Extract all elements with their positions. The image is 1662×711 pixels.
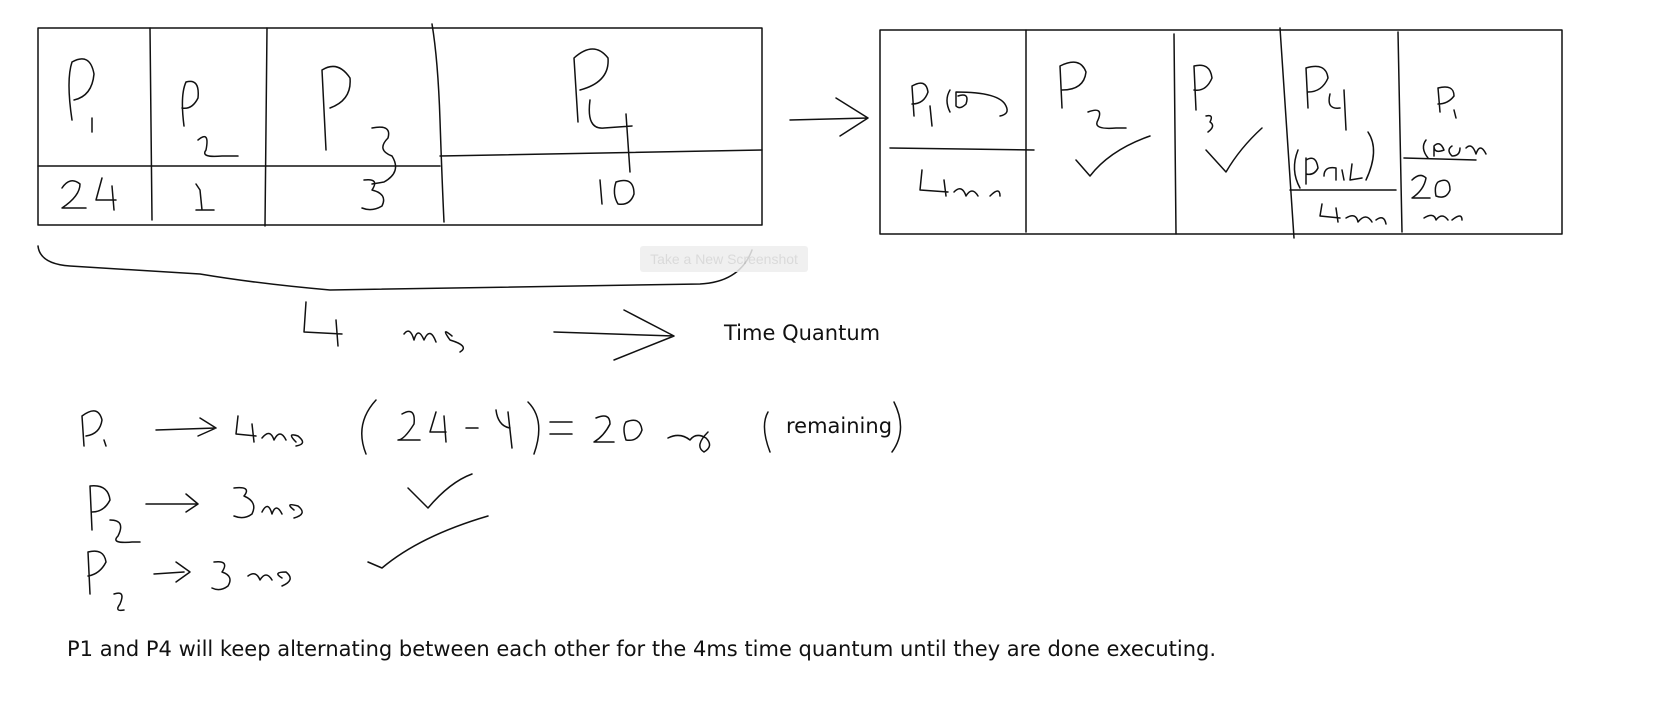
ink-p2-line xyxy=(89,485,141,544)
left-table-col3 xyxy=(431,23,445,223)
ink-part-word xyxy=(1293,131,1375,189)
ink-3ms-line3 xyxy=(211,560,291,591)
ink-p2 xyxy=(181,80,239,158)
ink-arrow-p1 xyxy=(155,417,217,437)
ink-10 xyxy=(599,179,635,206)
ink-p3 xyxy=(321,65,397,185)
right-table-divider-1 xyxy=(889,147,1035,151)
ink-p3-right xyxy=(1193,64,1214,133)
time-quantum-label: Time Quantum xyxy=(724,321,881,345)
ink-24 xyxy=(61,177,117,211)
right-table-frame xyxy=(879,29,1563,235)
right-table-col3 xyxy=(1279,27,1295,239)
ink-3a xyxy=(361,178,385,211)
ink-arrow-1 xyxy=(553,309,675,361)
ink-p4 xyxy=(573,48,633,173)
ink-check-right-2 xyxy=(1205,127,1263,173)
ink-p2-right xyxy=(1059,61,1127,130)
ink-arrow-2 xyxy=(789,97,869,137)
left-process-table xyxy=(37,23,763,227)
ink-p1-part xyxy=(911,82,1008,127)
ink-p1-line xyxy=(81,410,107,447)
ink-4ms-right-1 xyxy=(919,169,1001,197)
ink-check-1 xyxy=(407,473,473,509)
ink-check-right-1 xyxy=(1075,135,1151,177)
right-table-col4 xyxy=(1397,31,1403,233)
ink-p1-rem xyxy=(1437,86,1457,119)
ink-brace xyxy=(37,245,753,291)
ink-rem-word xyxy=(1422,139,1487,159)
ink-calc xyxy=(361,399,902,455)
ink-check-2 xyxy=(367,515,489,569)
ink-4ms-line1 xyxy=(235,415,304,447)
remaining-label: remaining xyxy=(786,414,893,438)
left-table-row-divider-right xyxy=(439,149,763,157)
ink-4ms-right-2 xyxy=(1319,203,1387,225)
left-table-frame xyxy=(37,27,763,226)
round-robin-note: P1 and P4 will keep alternating between … xyxy=(67,637,1217,661)
ink-arrow-p2 xyxy=(145,493,199,513)
ink-1 xyxy=(195,183,215,211)
ink-ms-right xyxy=(1423,214,1463,221)
left-table-col1 xyxy=(149,27,153,221)
left-table-col2 xyxy=(264,27,268,227)
ink-4ms xyxy=(303,301,465,353)
right-table-divider-5 xyxy=(1403,157,1477,161)
ink-20-right xyxy=(1411,174,1451,199)
take-new-screenshot-button[interactable]: Take a New Screenshot xyxy=(640,246,808,272)
ink-p3-line xyxy=(87,550,125,612)
right-table-col2 xyxy=(1173,33,1177,235)
ink-arrow-p3 xyxy=(153,561,191,583)
ink-p4-part xyxy=(1305,65,1347,131)
ink-p1 xyxy=(68,58,95,133)
right-gantt-table xyxy=(879,27,1563,239)
ink-3ms-line2 xyxy=(233,486,303,519)
